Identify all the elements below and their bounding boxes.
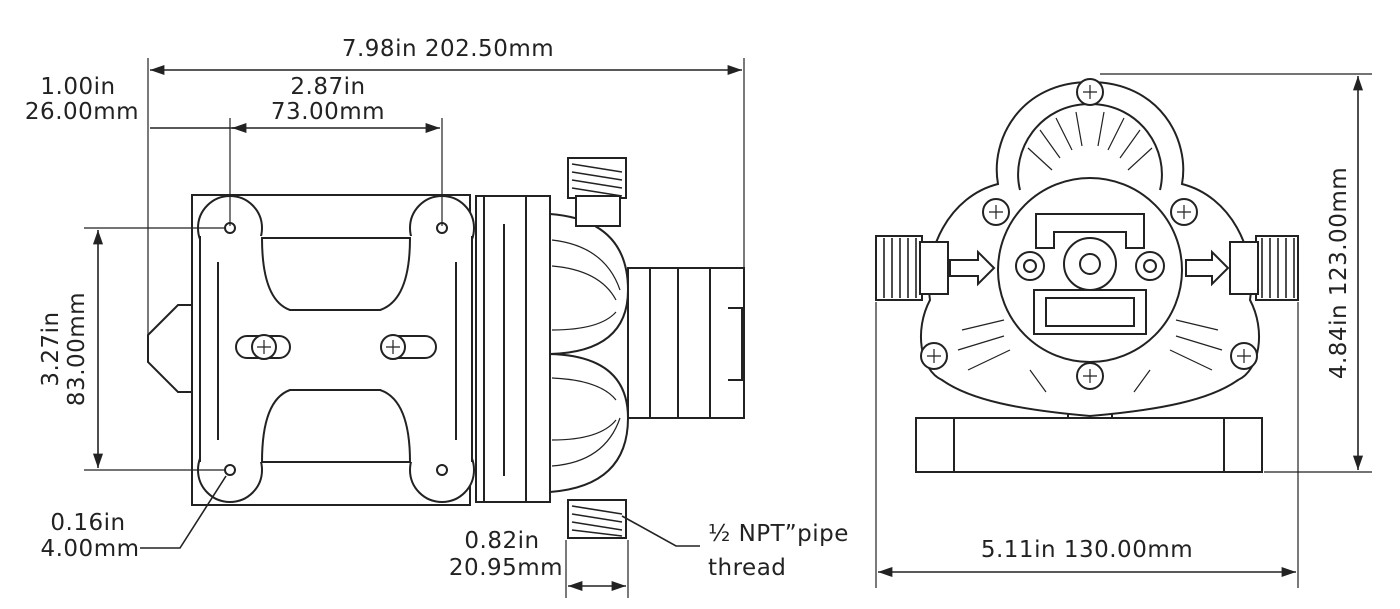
cooling-fins-upper bbox=[1027, 111, 1153, 171]
front-width-label: 5.11in 130.00mm bbox=[981, 537, 1193, 563]
mount-height-in-label: 3.27in bbox=[38, 311, 64, 386]
thread-leader bbox=[621, 515, 700, 547]
side-dimensions: 7.98in 202.50mm 2.87in 73.00mm 1.00in 26… bbox=[25, 36, 849, 598]
mount-spacing-in-label: 2.87in bbox=[290, 74, 365, 100]
pressure-switch bbox=[627, 267, 745, 419]
thread-label-line2: thread bbox=[708, 555, 786, 581]
motor-inner-outline bbox=[260, 237, 412, 311]
head-offset-in-label: 1.00in bbox=[40, 74, 115, 100]
mount-height-mm-label: 83.00mm bbox=[64, 292, 90, 406]
motor-end-cap bbox=[147, 304, 195, 393]
mount-hole bbox=[224, 464, 236, 476]
overall-length-label: 7.98in 202.50mm bbox=[342, 36, 554, 62]
flow-arrow-icon bbox=[949, 249, 996, 287]
hole-dia-in-label: 0.16in bbox=[50, 510, 125, 536]
front-base bbox=[915, 417, 1263, 473]
hole-dia-leader bbox=[140, 475, 227, 549]
diaphragm-dome-upper bbox=[549, 212, 630, 356]
cooling-fins-lower bbox=[957, 319, 1223, 393]
front-dimensions: 5.11in 130.00mm 4.84in 123.00mm bbox=[875, 73, 1372, 588]
port-width-in-label: 0.82in bbox=[464, 528, 539, 554]
flow-arrow-icon bbox=[1185, 249, 1230, 287]
hole-dia-mm-label: 4.00mm bbox=[40, 536, 139, 562]
port-width-mm-label: 20.95mm bbox=[449, 555, 563, 581]
pump-head-flange bbox=[475, 195, 551, 503]
head-offset-mm-label: 26.00mm bbox=[25, 99, 139, 125]
thread-label-line1: ½ NPT”pipe bbox=[708, 521, 849, 547]
inlet-port-left bbox=[875, 235, 923, 301]
side-view bbox=[147, 157, 745, 539]
outlet-port-right bbox=[1255, 235, 1299, 301]
front-view bbox=[875, 78, 1299, 473]
inlet-port-bottom bbox=[567, 499, 627, 539]
mount-hole bbox=[436, 464, 448, 476]
front-height-label: 4.84in 123.00mm bbox=[1326, 167, 1352, 379]
diaphragm-dome-lower bbox=[549, 352, 630, 494]
mount-spacing-mm-label: 73.00mm bbox=[271, 99, 385, 125]
outlet-port-body bbox=[575, 195, 621, 227]
